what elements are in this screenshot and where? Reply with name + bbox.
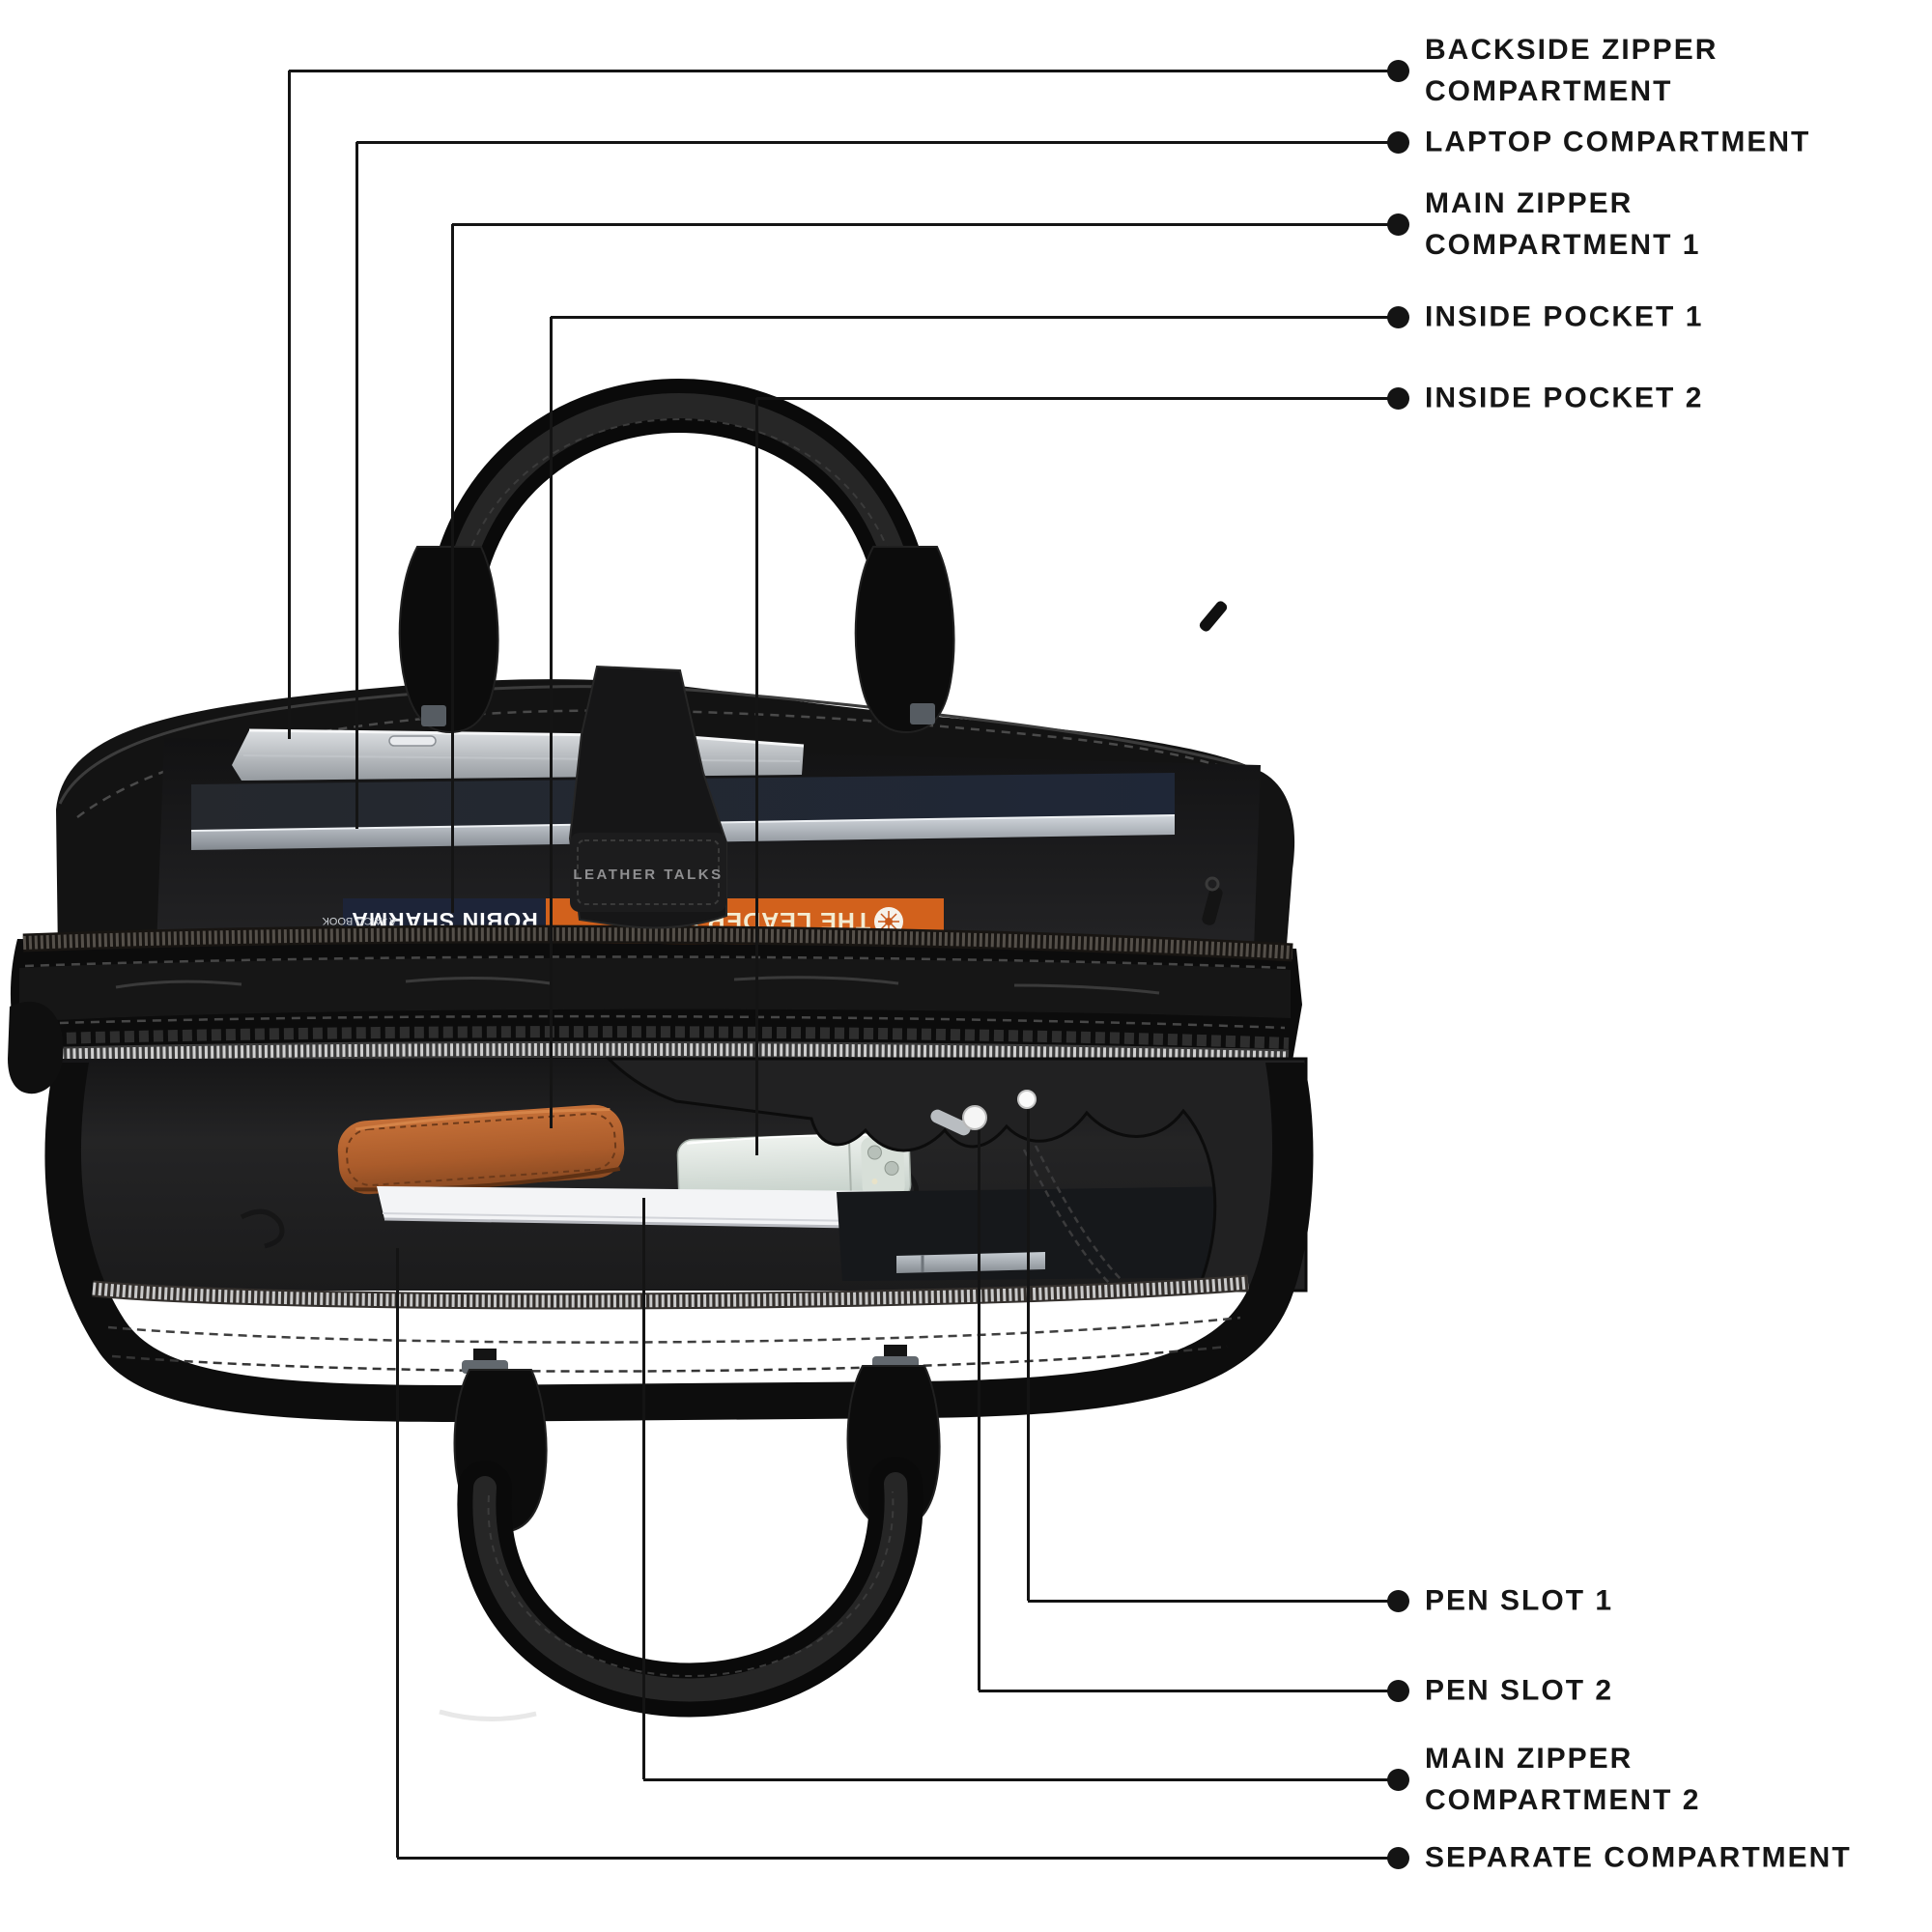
main-zipper-compartment-2-dot: [1386, 1768, 1409, 1791]
phone-camera-lens-1: [867, 1145, 882, 1160]
pen-barrel: [930, 1109, 971, 1136]
leather-roll-sheen: [115, 976, 1160, 995]
main-zipper-compartment-1-leader-line-vertical: [450, 224, 454, 913]
zipper3-silver-teeth: [92, 1276, 1249, 1308]
label-main-zipper-compartment-1: MAIN ZIPPER COMPARTMENT 1: [1425, 187, 1701, 261]
laptop-compartment-leader-line-vertical: [355, 142, 358, 829]
label-separate-compartment: SEPARATE COMPARTMENT: [1425, 1841, 1852, 1874]
inside-pocket-2-dot: [1386, 386, 1409, 410]
top-handle: [398, 379, 955, 734]
lower-shell-body: [44, 1063, 1314, 1422]
laptop-compartment-dot: [1386, 130, 1409, 154]
pen-1-top: [962, 1105, 987, 1130]
strap-stub: [8, 1002, 64, 1094]
inside-pocket-1-dot: [1386, 305, 1409, 328]
main-zipper-compartment-1-dot: [1386, 213, 1409, 236]
wallet-highlight: [355, 1108, 611, 1131]
lining-flap: [605, 1057, 1308, 1293]
tag-plaque: [570, 833, 726, 912]
book-publisher-text: A JAICO BOOK: [322, 915, 397, 926]
inside-pocket-2-leader-line-vertical: [754, 398, 758, 1155]
notebook-body: [377, 1186, 980, 1229]
tag-stitching: [577, 839, 720, 905]
label-inside-pocket-2: INSIDE POCKET 2: [1425, 382, 1704, 414]
pen-slot-1-leader-line-horizontal: [1028, 1599, 1398, 1603]
lower-shell: [44, 1063, 1314, 1422]
backside-documents: [232, 728, 805, 781]
phone-flash: [871, 1179, 878, 1185]
separate-compartment-leader-line-horizontal: [397, 1856, 1398, 1860]
lower-shell-stitch-1: [107, 1316, 1241, 1344]
middle-fold: [10, 924, 1302, 1066]
separate-compartment-dot: [1386, 1846, 1409, 1869]
upper-shell-stitching: [76, 709, 1253, 819]
main-zipper-compartment-2-leader-line-horizontal: [643, 1777, 1398, 1781]
top-handle-grip: [423, 379, 935, 694]
folder-slot: [388, 735, 437, 747]
label-pen-slot-2: PEN SLOT 2: [1425, 1674, 1614, 1707]
top-handle-hinge-left: [421, 705, 446, 726]
braided-trim: [22, 1026, 1290, 1049]
zipper1-tape: [22, 924, 1293, 962]
fold-stitch-top: [24, 955, 1290, 970]
separate-compartment-leader-line-vertical: [395, 1248, 399, 1858]
bottom-handle-grip: [457, 1457, 923, 1718]
zipper-pull-ring: [1205, 876, 1220, 892]
top-handle-stitching: [452, 418, 906, 658]
label-main-zipper-compartment-2: MAIN ZIPPER COMPARTMENT 2: [1425, 1743, 1701, 1816]
bottom-handle: [439, 1345, 941, 1722]
floor-reflection: [439, 1709, 537, 1722]
zipper2-silver-teeth: [24, 1042, 1290, 1065]
pen-slot-1-dot: [1386, 1589, 1409, 1612]
phone-camera-lens-2: [884, 1160, 899, 1176]
tablet: [837, 1186, 1252, 1281]
book-logo-center: [885, 918, 893, 925]
wallet-stitching: [345, 1112, 617, 1186]
label-pen-slot-1: PEN SLOT 1: [1425, 1584, 1614, 1617]
backside-zipper-compartment-dot: [1386, 59, 1409, 82]
label-laptop-compartment: LAPTOP COMPARTMENT: [1425, 126, 1811, 158]
label-inside-pocket-1: INSIDE POCKET 1: [1425, 300, 1704, 333]
pen-2-top: [1017, 1090, 1037, 1109]
backside-zipper-compartment-leader-line-vertical: [287, 71, 291, 739]
top-handle-sheen: [438, 393, 921, 679]
top-handle-hinge-right: [910, 703, 935, 724]
zipper-pulls: [1199, 601, 1228, 925]
main-zipper-compartment-2-leader-line-vertical: [641, 1198, 645, 1779]
bottom-handle-stitching: [487, 1491, 895, 1677]
leather-roll: [19, 957, 1291, 1022]
lower-shell-stitch-2: [111, 1345, 1228, 1373]
inside-pocket-2-leader-line-horizontal: [756, 396, 1398, 400]
pen-slot-2-leader-line-vertical: [977, 1130, 980, 1690]
laptop-compartment-leader-line-horizontal: [356, 140, 1398, 144]
phone: [676, 1131, 912, 1208]
pen-slot-2-leader-line-horizontal: [979, 1689, 1398, 1692]
bottom-handle-sheen: [472, 1472, 908, 1702]
brand-tag: LEATHER TALKS: [568, 665, 727, 929]
backside-zipper-compartment-leader-line-horizontal: [289, 69, 1398, 72]
paper-edge: [242, 754, 801, 762]
main-zipper-compartment-1-leader-line-horizontal: [452, 222, 1398, 226]
top-handle-tab-right: [854, 546, 955, 734]
tablet-silver-edge: [896, 1252, 1045, 1273]
brand-tag-text: LEATHER TALKS: [573, 867, 723, 883]
pen-slot-2-dot: [1386, 1679, 1409, 1702]
phone-antenna-line: [847, 1135, 853, 1202]
zipper-pull-right: [1202, 887, 1223, 925]
pen-slot-1-leader-line-vertical: [1026, 1109, 1030, 1601]
inside-pocket-1-leader-line-horizontal: [551, 315, 1398, 319]
label-backside-zipper-compartment: BACKSIDE ZIPPER COMPARTMENT: [1425, 34, 1719, 107]
zipper-pull-top: [1199, 601, 1228, 632]
fold-stitch-bottom: [28, 1014, 1286, 1030]
top-handle-tab-left: [398, 546, 499, 734]
pens: [930, 1090, 1037, 1136]
inside-pocket-1-leader-line-vertical: [549, 317, 553, 1128]
